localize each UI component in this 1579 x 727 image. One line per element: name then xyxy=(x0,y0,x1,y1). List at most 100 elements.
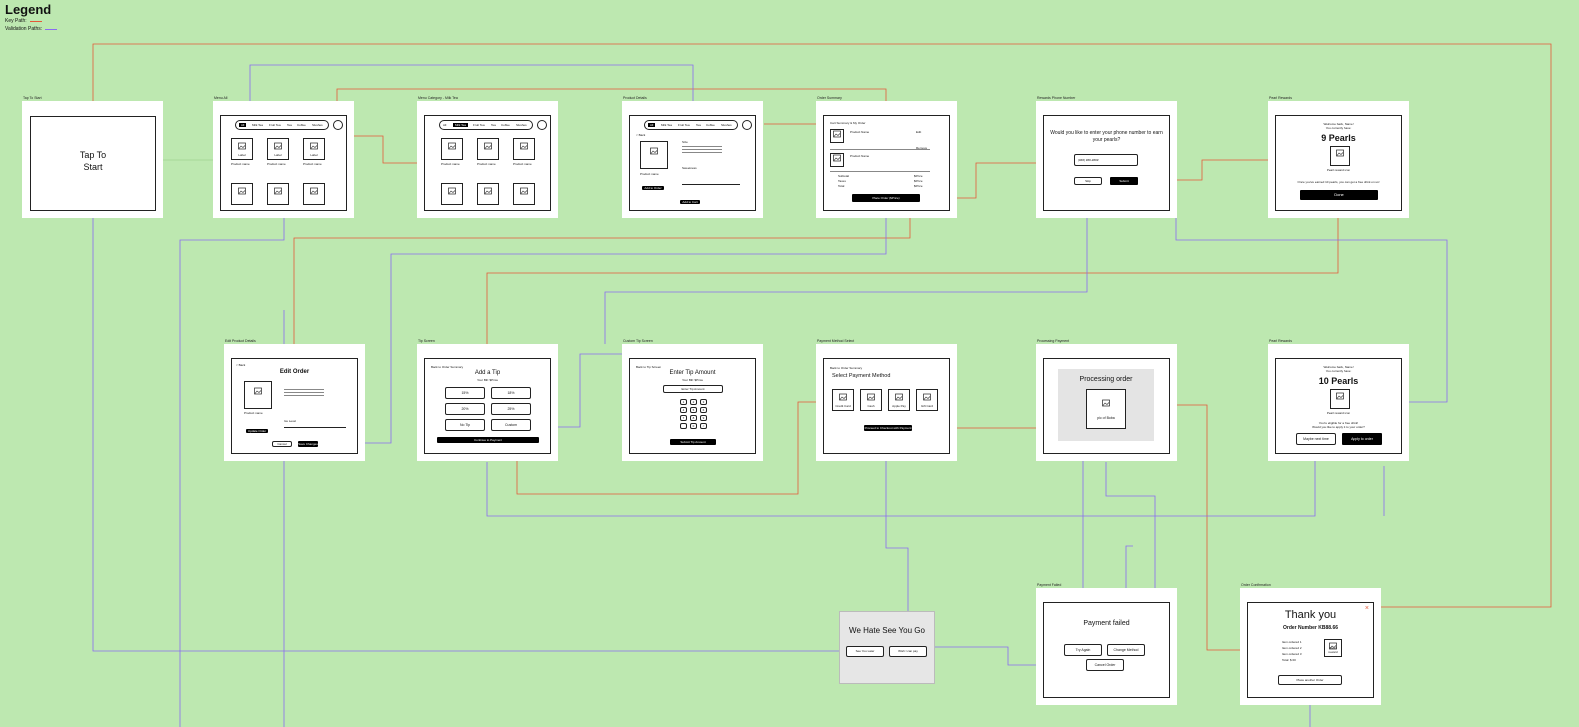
tip-option-20[interactable]: 20% xyxy=(445,403,485,415)
welcome-text: Welcome back, Name! xyxy=(1323,122,1354,126)
menu-item[interactable]: Label xyxy=(267,138,289,160)
proceed-checkout-button[interactable]: Proceed to Checkout with Payment xyxy=(864,425,912,431)
place-order-button[interactable]: Place Order ($Price) xyxy=(852,194,920,202)
item-name: Product name xyxy=(231,162,250,166)
close-icon[interactable]: × xyxy=(1364,605,1369,612)
place-another-order-button[interactable]: Place another Order xyxy=(1278,675,1342,685)
tab-tea[interactable]: Tea xyxy=(491,123,496,127)
submit-button[interactable]: Submit xyxy=(1110,177,1138,185)
back-link[interactable]: Back to Tip Screen xyxy=(636,365,662,369)
menu-item[interactable] xyxy=(441,183,463,205)
custom-tip-button[interactable]: Custom xyxy=(491,419,531,431)
remove-button[interactable]: Remove xyxy=(916,146,928,150)
keypad-key[interactable]: 6 xyxy=(700,407,707,413)
item-image xyxy=(830,129,844,143)
menu-item[interactable] xyxy=(303,183,325,205)
edit-button[interactable]: Edit xyxy=(916,130,922,134)
menu-item[interactable] xyxy=(477,138,499,160)
keypad-key[interactable]: 3 xyxy=(700,399,707,405)
legend: Legend Key Path: Validation Paths: xyxy=(5,2,58,33)
see-you-later-button[interactable]: See You Later xyxy=(846,646,884,657)
tab-milk-tea[interactable]: Milk Tea xyxy=(453,123,468,127)
continue-button[interactable]: Continue to Payment xyxy=(437,437,539,443)
cancel-button[interactable]: Cancel xyxy=(272,441,292,447)
submit-tip-button[interactable]: Submit Tip Amount xyxy=(670,439,716,445)
keypad-key[interactable]: 9 xyxy=(700,415,707,421)
update-order-button[interactable]: Update Order xyxy=(246,429,268,433)
phone-input[interactable]: (###) ###-#### xyxy=(1074,154,1138,166)
done-button[interactable]: Done xyxy=(1300,190,1378,200)
key-path-connector xyxy=(1168,404,1248,651)
tab-coffee[interactable]: Coffee xyxy=(706,123,715,127)
tab-fruit-tea[interactable]: Fruit Tea xyxy=(269,123,281,127)
tab-all[interactable]: All xyxy=(239,123,247,127)
subtotal-label: Subtotal xyxy=(838,174,850,178)
payment-method-gift[interactable]: Gift Card xyxy=(916,389,938,411)
ordered-items: Item ordered 1 Item ordered 2 Item order… xyxy=(1282,640,1302,662)
tab-milk-tea[interactable]: Milk Tea xyxy=(661,123,672,127)
keypad-key[interactable]: 0 xyxy=(690,423,697,429)
back-link[interactable]: Back to Order Summary xyxy=(830,366,863,370)
keypad-key[interactable]: 1 xyxy=(680,399,687,405)
keypad-key[interactable]: 5 xyxy=(690,407,697,413)
keypad-key[interactable]: 8 xyxy=(690,415,697,421)
payment-method-apple[interactable]: Apple Pay xyxy=(888,389,910,411)
try-again-button[interactable]: Try Again xyxy=(1064,644,1102,656)
tip-option-15[interactable]: 15% xyxy=(445,387,485,399)
tab-all[interactable]: All xyxy=(443,123,447,127)
wish-i-can-pay-button[interactable]: Wish I can pay xyxy=(889,646,927,657)
back-link[interactable]: < Back xyxy=(636,133,646,137)
save-changes-button[interactable]: Save Changes xyxy=(298,441,318,447)
menu-item[interactable] xyxy=(267,183,289,205)
tab-tea[interactable]: Tea xyxy=(287,123,292,127)
maybe-next-time-button[interactable]: Maybe next time xyxy=(1296,433,1336,445)
tab-slushes[interactable]: Slushes xyxy=(516,123,527,127)
apply-to-order-button[interactable]: Apply to order xyxy=(1342,433,1382,445)
menu-item[interactable] xyxy=(513,183,535,205)
frame-rewards-phone: Rewards Phone Number Would you like to e… xyxy=(1036,96,1177,218)
tab-slushes[interactable]: Slushes xyxy=(312,123,323,127)
tip-amount-input[interactable]: Enter Tip Amount xyxy=(663,385,723,393)
add-to-order-button[interactable]: Add to Order xyxy=(642,186,664,190)
tip-option-18[interactable]: 18% xyxy=(491,387,531,399)
back-link[interactable]: < Back xyxy=(236,363,246,367)
menu-item[interactable]: Label xyxy=(231,138,253,160)
frame-label: Custom Tip Screen xyxy=(623,339,653,343)
keypad-key[interactable] xyxy=(680,423,687,429)
thank-you-title: Thank you xyxy=(1284,609,1337,621)
no-tip-button[interactable]: No Tip xyxy=(445,419,485,431)
tap-to-start-text[interactable]: Tap To Start xyxy=(79,150,107,172)
keypad-key[interactable]: 7 xyxy=(680,415,687,421)
menu-item[interactable] xyxy=(231,183,253,205)
keypad-key[interactable]: < xyxy=(700,423,707,429)
menu-item[interactable] xyxy=(477,183,499,205)
start-screen[interactable]: Tap To Start xyxy=(30,116,156,211)
keypad-key[interactable]: 4 xyxy=(680,407,687,413)
keypad-key[interactable]: 2 xyxy=(690,399,697,405)
back-link[interactable]: Back to Order Summary xyxy=(431,365,464,369)
menu-item[interactable] xyxy=(513,138,535,160)
payment-method-cash[interactable]: Cash xyxy=(860,389,882,411)
payment-method-credit[interactable]: Credit Card xyxy=(832,389,854,411)
cart-icon[interactable] xyxy=(742,120,752,130)
cancel-order-button[interactable]: Cancel Order xyxy=(1086,659,1124,671)
frame-we-hate-see-you-go: We Hate See You Go See You Later Wish I … xyxy=(839,611,935,684)
tab-slushes[interactable]: Slushes xyxy=(721,123,732,127)
tip-option-25[interactable]: 25% xyxy=(491,403,531,415)
cart-icon[interactable] xyxy=(537,120,547,130)
tab-fruit-tea[interactable]: Fruit Tea xyxy=(678,123,690,127)
legend-validation-paths: Validation Paths: xyxy=(5,25,58,33)
menu-item[interactable] xyxy=(441,138,463,160)
skip-button[interactable]: Skip xyxy=(1074,177,1102,185)
add-to-cart-button[interactable]: Add to Cart xyxy=(680,200,700,204)
menu-item[interactable]: Label xyxy=(303,138,325,160)
tab-milk-tea[interactable]: Milk Tea xyxy=(252,123,263,127)
tab-all[interactable]: All xyxy=(648,123,656,127)
tab-coffee[interactable]: Coffee xyxy=(297,123,306,127)
change-method-button[interactable]: Change Method xyxy=(1107,644,1145,656)
cart-icon[interactable] xyxy=(333,120,343,130)
tab-fruit-tea[interactable]: Fruit Tea xyxy=(473,123,485,127)
tab-coffee[interactable]: Coffee xyxy=(501,123,510,127)
tab-tea[interactable]: Tea xyxy=(696,123,701,127)
pearl-reward-icon: Pearl reward xyxy=(1324,639,1342,657)
